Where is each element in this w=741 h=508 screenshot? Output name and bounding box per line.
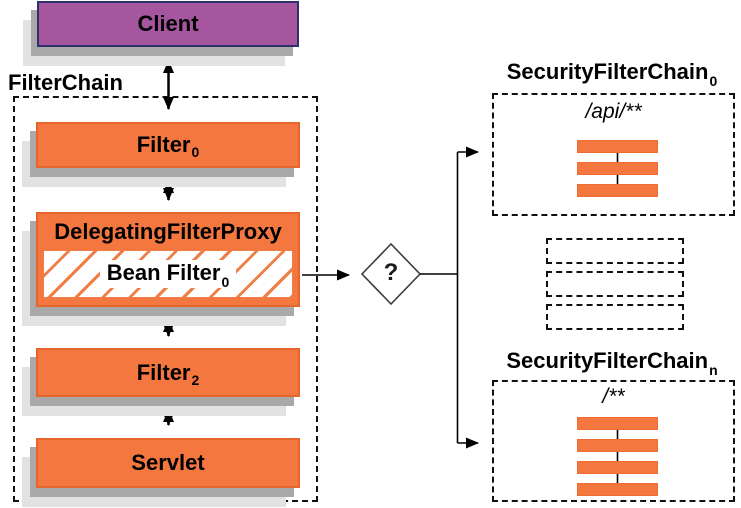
- filterchain-label: FilterChain: [8, 70, 123, 95]
- bean-filter-box: Bean Filter0: [43, 250, 293, 298]
- servlet-box: Servlet: [36, 438, 300, 488]
- client-box: Client: [37, 1, 299, 47]
- securityfilterchain-n-panel: /**: [492, 380, 735, 502]
- filter0-label: Filter: [136, 132, 191, 157]
- securityfilterchain-n-title-base: SecurityFilterChain: [506, 348, 709, 373]
- bean-filter-label-base: Bean Filter: [106, 260, 221, 285]
- placeholder-chain-box: [546, 238, 684, 264]
- securityfilterchain-n-title: SecurityFilterChainn: [480, 348, 741, 378]
- placeholder-chain-box: [546, 271, 684, 297]
- security-filter-bar: [577, 140, 658, 153]
- placeholder-chain-box: [546, 304, 684, 330]
- securityfilterchain0-title-base: SecurityFilterChain: [506, 59, 709, 84]
- security-filter-bar: [577, 162, 658, 175]
- securityfilterchain-n-title-sub: n: [709, 362, 718, 378]
- more-chains-placeholders: [546, 238, 684, 330]
- securityfilterchain0-bars: [577, 140, 658, 197]
- security-filter-bar: [577, 184, 658, 197]
- delegatingfilterproxy-label: DelegatingFilterProxy: [54, 219, 282, 244]
- filter2-label: Filter: [136, 359, 191, 385]
- servlet-label: Servlet: [131, 450, 205, 475]
- filter0-sub: 0: [191, 144, 200, 160]
- securityfilterchain-n-bars: [577, 417, 658, 496]
- decision-question-label: ?: [383, 259, 399, 286]
- securityfilterchain0-title-sub: 0: [709, 73, 718, 89]
- bean-filter-sub: 0: [221, 274, 230, 290]
- security-filter-bar: [577, 483, 658, 496]
- filter2-sub: 2: [191, 371, 200, 388]
- securityfilterchain-n-pattern: /**: [602, 385, 625, 408]
- delegatingfilterproxy-box: DelegatingFilterProxy Bean Filter0: [36, 212, 300, 307]
- security-filter-bar: [577, 439, 658, 452]
- security-filter-bar: [577, 461, 658, 474]
- bean-filter-label: Bean Filter0: [99, 260, 237, 290]
- client-label: Client: [137, 11, 199, 36]
- securityfilterchain0-pattern: /api/**: [585, 100, 642, 123]
- securityfilterchain0-panel: /api/**: [492, 93, 735, 216]
- security-filter-bar: [577, 417, 658, 430]
- securityfilterchain0-title: SecurityFilterChain0: [480, 59, 741, 89]
- branch-lines: [420, 146, 479, 449]
